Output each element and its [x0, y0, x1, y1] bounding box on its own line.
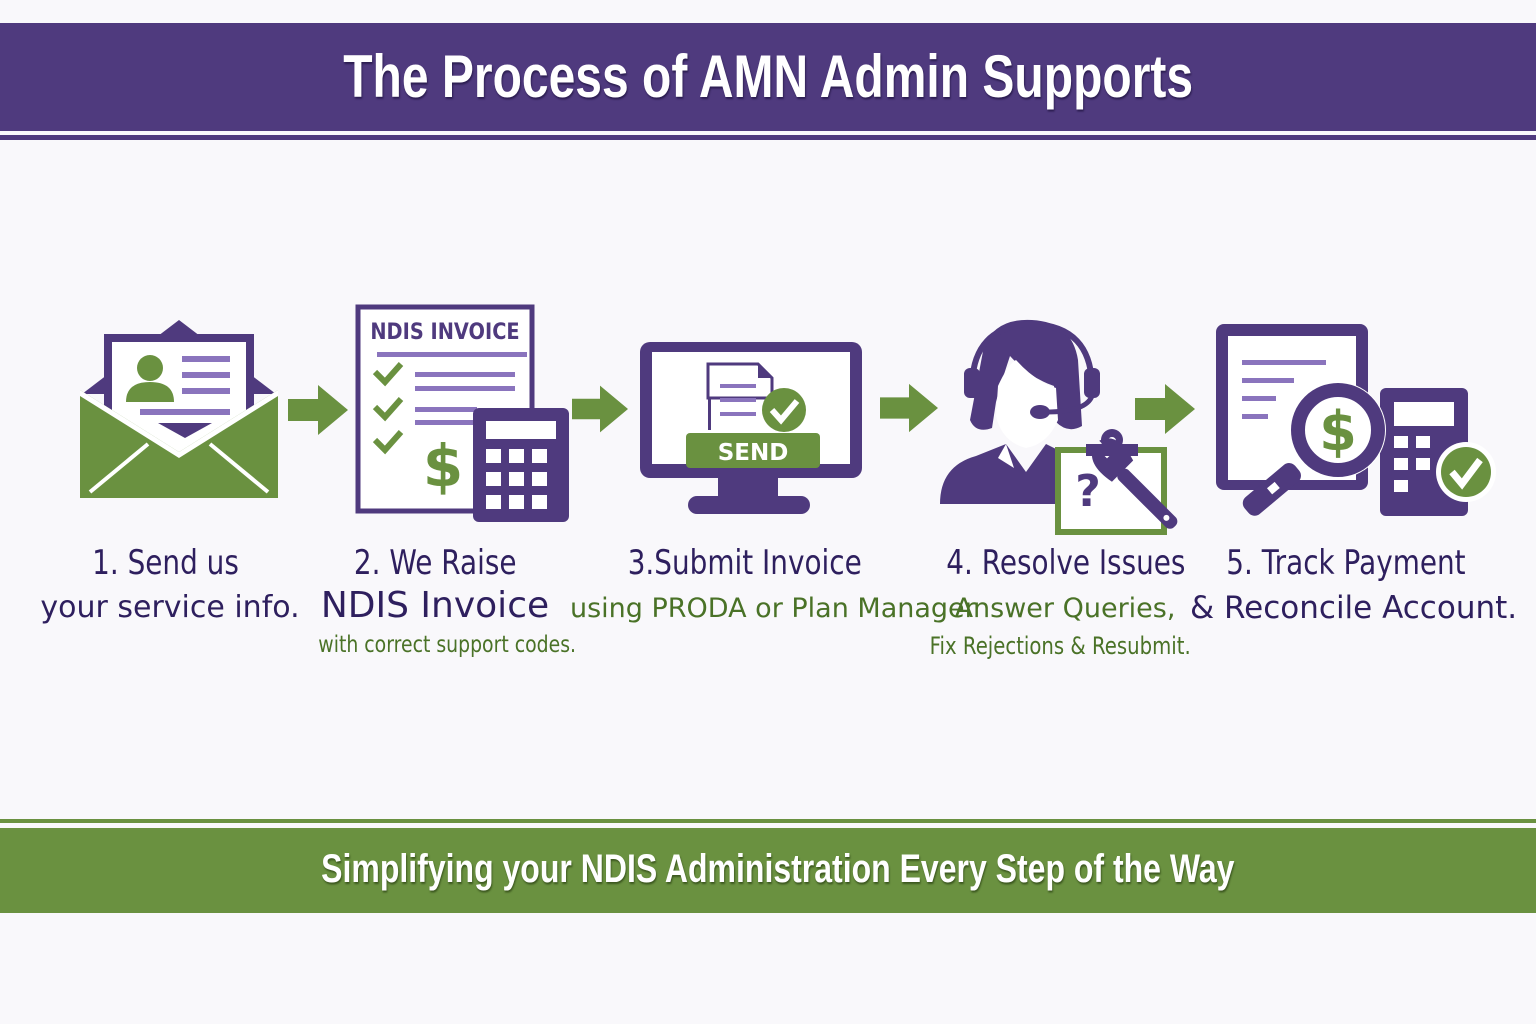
- invoice-calculator-icon: NDIS INVOICE $: [355, 304, 569, 522]
- step-4-title-text: 4. Resolve Issues: [946, 543, 1186, 583]
- step-5-subtitle: & Reconcile Account.: [1190, 588, 1517, 628]
- monitor-send-icon: SEND: [640, 342, 862, 514]
- header-divider-line: [0, 135, 1536, 140]
- step-3-title-text: 3.Submit Invoice: [627, 543, 863, 583]
- arrow-right-icon: [1135, 384, 1195, 434]
- step-5-subtitle-text: & Reconcile Account.: [1190, 590, 1518, 626]
- step-4-detail-text: Fix Rejections & Resubmit.: [929, 632, 1191, 660]
- header-banner: [0, 23, 1536, 131]
- footer-tagline-text: Simplifying your NDIS Administration Eve…: [321, 847, 1235, 891]
- footer-tagline: Simplifying your NDIS Administration Eve…: [207, 844, 1234, 894]
- step-2-title-text: 2. We Raise: [353, 543, 517, 583]
- step-2-subtitle-text: NDIS Invoice: [320, 585, 550, 626]
- arrow-right-icon: [572, 385, 628, 433]
- arrow-right-icon: [880, 383, 938, 433]
- step-3-subtitle: using PRODA or Plan Manager: [570, 591, 976, 627]
- svg-text:?: ?: [1075, 466, 1101, 517]
- step-1-title-text: 1. Send us: [91, 543, 239, 583]
- step-1-title: 1. Send us: [40, 543, 290, 583]
- svg-text:$: $: [1319, 400, 1357, 463]
- page-title-text: The Process of AMN Admin Supports: [343, 43, 1193, 110]
- footer-banner: [0, 828, 1536, 913]
- step-2-detail: with correct support codes.: [290, 629, 600, 661]
- step-2-subtitle: NDIS Invoice: [300, 586, 570, 626]
- support-agent-icon: ?: [940, 319, 1178, 535]
- page-title: The Process of AMN Admin Supports: [0, 42, 1536, 112]
- step-4-detail: Fix Rejections & Resubmit.: [900, 630, 1220, 662]
- send-button-label: SEND: [718, 440, 789, 466]
- step-5-title: 5. Track Payment: [1200, 543, 1490, 583]
- step-3-title: 3.Submit Invoice: [600, 543, 890, 583]
- step-2-detail-text: with correct support codes.: [318, 632, 577, 658]
- step-1-subtitle-text: your service info.: [40, 590, 300, 625]
- arrow-right-icon: [288, 385, 348, 435]
- step-4-subtitle: Answer Queries,: [930, 591, 1200, 627]
- invoice-heading-text: NDIS INVOICE: [370, 319, 519, 344]
- step-5-title-text: 5. Track Payment: [1226, 543, 1466, 583]
- payment-tracking-icon: $: [1216, 324, 1496, 516]
- step-4-subtitle-text: Answer Queries,: [954, 593, 1176, 624]
- step-1-subtitle: your service info.: [20, 588, 320, 628]
- step-4-title: 4. Resolve Issues: [920, 543, 1200, 583]
- step-2-title: 2. We Raise: [300, 543, 570, 583]
- footer-divider-line: [0, 819, 1536, 823]
- svg-text:$: $: [423, 432, 463, 500]
- envelope-profile-icon: [80, 320, 278, 498]
- step-3-subtitle-text: using PRODA or Plan Manager: [570, 593, 976, 624]
